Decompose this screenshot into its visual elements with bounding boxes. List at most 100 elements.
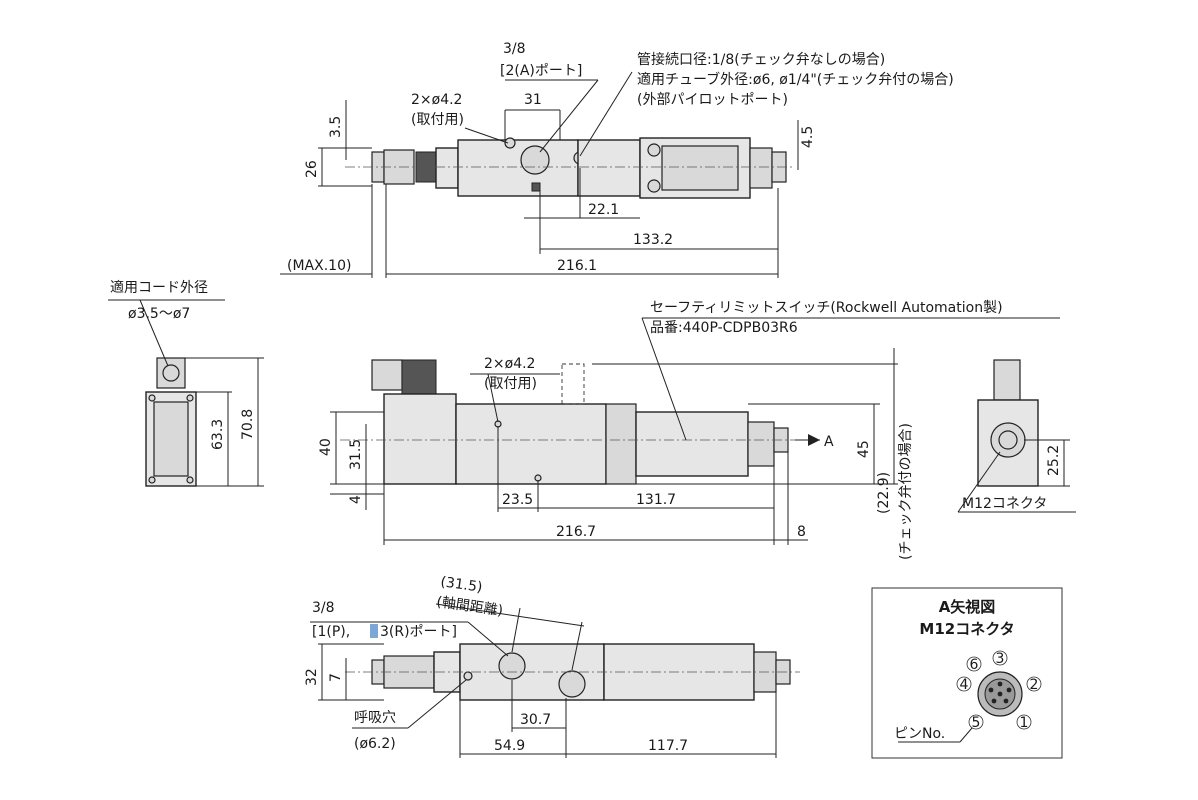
- inset-pin-5: [991, 698, 997, 704]
- inset-pin-label-3: 3: [996, 651, 1005, 667]
- inset-pin-label-1-circle: [1016, 714, 1032, 730]
- front-valve-body: [455, 403, 607, 485]
- front-dim-2167: 216.7: [556, 524, 596, 540]
- right-m12-inner: [998, 430, 1018, 450]
- top-mount-hole: [504, 137, 516, 149]
- front-mount-holes: 2×ø4.2: [484, 356, 535, 372]
- inset-frame: [871, 587, 1063, 759]
- inset-pin-6: [997, 691, 1003, 697]
- inset-pin-label-6-circle: [966, 656, 982, 672]
- front-dim-1317: 131.7: [636, 492, 676, 508]
- top-coil: [435, 147, 459, 189]
- top-hole-leader: [464, 127, 509, 144]
- bottom-dim-549: 54.9: [494, 738, 525, 754]
- front-adapter: [605, 403, 637, 485]
- top-dim-max10: (MAX.10): [287, 258, 351, 274]
- top-dim-45: 4.5: [800, 126, 816, 148]
- inset-pin-1: [1003, 698, 1009, 704]
- front-dim-4: 4: [348, 495, 364, 504]
- top-port-name: [2(A)ポート]: [500, 63, 582, 79]
- front-connector: [371, 359, 403, 391]
- bottom-dim-32: 32: [304, 668, 320, 686]
- inset-a-view: A矢視図 M12コネクタ 1 2 3 4 5 6 ピンNo.: [871, 587, 1063, 759]
- front-check-note: (チェック弁付の場合): [898, 423, 914, 560]
- top-view: 3/8 [2(A)ポート] 管接続口径:1/8(チェック弁なしの場合) 適用チュ…: [280, 41, 954, 278]
- left-screw-3: [148, 476, 156, 484]
- inset-pin-3: [997, 681, 1003, 687]
- bottom-port-name-b: 3(R)ポート]: [380, 624, 457, 640]
- top-pilot-line1: 管接続口径:1/8(チェック弁なしの場合): [637, 51, 885, 68]
- inset-pin-label-6: 6: [970, 657, 979, 673]
- inset-pin-leader: [959, 727, 973, 743]
- top-dim-26: 26: [304, 160, 320, 178]
- left-screw-1: [148, 394, 156, 402]
- top-pilot-leader: [579, 71, 633, 157]
- front-switch-line1: セーフティリミットスイッチ(Rockwell Automation製): [650, 300, 1003, 316]
- top-pilot-line2: 適用チューブ外径:ø6, ø1/4"(チェック弁付の場合): [637, 71, 954, 88]
- top-port-leader2: [539, 79, 599, 153]
- front-hole-leader: [487, 373, 499, 423]
- top-screw-2: [647, 179, 661, 193]
- bottom-pitch-ext1: [511, 607, 521, 653]
- left-screw-4: [186, 476, 194, 484]
- inset-pin-label-4-circle: [956, 676, 972, 692]
- top-switch-cap: [749, 147, 773, 189]
- top-mount-holes: 2×ø4.2: [411, 92, 462, 108]
- left-cord-leader: [139, 299, 169, 367]
- front-coil-housing: [383, 393, 457, 485]
- front-dim-8: 8: [797, 524, 806, 540]
- front-dim-229: (22.9): [876, 472, 892, 514]
- bottom-pitch-ext2: [571, 621, 583, 671]
- top-screw-1: [647, 143, 661, 157]
- top-dim-221: 22.1: [588, 202, 619, 218]
- left-inner: [153, 401, 189, 477]
- bottom-port-leader: [467, 621, 509, 657]
- bottom-breather: [463, 671, 473, 681]
- front-connector-head: [401, 359, 437, 395]
- inset-pin-4: [988, 687, 994, 693]
- front-dim-235: 23.5: [502, 492, 533, 508]
- front-fitting-hidden: [561, 363, 585, 405]
- front-arrow-label: A: [824, 434, 834, 450]
- right-view: 25.2 M12コネクタ: [957, 359, 1076, 513]
- front-arrow-head: [808, 434, 820, 446]
- left-cord: [162, 364, 180, 382]
- top-marker: [531, 182, 541, 192]
- top-dim-35: 3.5: [328, 116, 344, 138]
- top-valve-body: [457, 139, 579, 197]
- front-switch-cap: [747, 421, 775, 467]
- bottom-view: 3/8 [1(P), 3(R)ポート] (31.5) (軸間距離) 32 7 呼…: [304, 574, 800, 758]
- front-view: 2×ø4.2 (取付用) セーフティリミットスイッチ(Rockwell Auto…: [318, 300, 1060, 560]
- top-port-2a: [520, 145, 550, 175]
- bottom-port-name-a: [1(P),: [312, 624, 350, 640]
- inset-pin-label-2-circle: [1026, 676, 1042, 692]
- bottom-port-size: 3/8: [312, 600, 335, 616]
- left-cord-range: ø3.5～ø7: [128, 306, 190, 322]
- top-switch-window: [661, 145, 739, 191]
- right-conn-leader: [957, 451, 1001, 513]
- inset-pin-label: ピンNo.: [894, 726, 945, 742]
- bottom-port-3r: [558, 670, 586, 698]
- left-screw-2: [186, 394, 194, 402]
- left-dim-633: 63.3: [210, 419, 226, 450]
- bottom-port-highlight: [370, 624, 378, 638]
- bottom-dim-307: 30.7: [520, 712, 551, 728]
- top-dim-2161: 216.1: [557, 258, 597, 274]
- bottom-breather-size: (ø6.2): [354, 736, 396, 752]
- bottom-dim-1177: 117.7: [648, 738, 688, 754]
- front-dim-40: 40: [318, 438, 334, 456]
- top-adapter: [577, 139, 641, 197]
- bottom-port-1p: [498, 652, 526, 680]
- right-dim-252: 25.2: [1046, 445, 1062, 476]
- inset-pin-label-5: 5: [972, 715, 981, 731]
- inset-pin-label-1: 1: [1020, 715, 1029, 731]
- left-cord-label: 適用コード外径: [110, 279, 208, 296]
- inset-pin-label-3-circle: [992, 650, 1008, 666]
- top-dim-1332: 133.2: [633, 232, 673, 248]
- front-switch-line2: 品番:440P-CDPB03R6: [650, 320, 798, 336]
- bottom-dim-7: 7: [328, 673, 344, 682]
- inset-title-line2: M12コネクタ: [919, 620, 1014, 638]
- inset-pin-label-4: 4: [960, 677, 969, 693]
- front-switch: [635, 411, 749, 477]
